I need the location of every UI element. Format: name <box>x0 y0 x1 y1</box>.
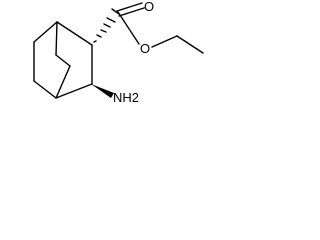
carbonyl-double-bond-b <box>118 7 145 17</box>
bond-c1-c6 <box>33 21 58 43</box>
bond-c8-c4 <box>55 65 71 99</box>
bond-c-o-ester <box>117 11 140 45</box>
hashed-wedge-bond <box>93 8 120 43</box>
bond-c5-c4 <box>33 80 57 99</box>
amine-label: NH2 <box>113 90 139 105</box>
chemical-structure: O O NH2 <box>33 0 204 105</box>
bond-o-ch2 <box>151 35 178 48</box>
bond-c7-c8 <box>55 54 71 67</box>
bond-ch2-ch3 <box>176 35 204 54</box>
bicyclooctane-ring <box>33 21 93 99</box>
carbonyl-oxygen-label: O <box>144 0 154 14</box>
bold-wedge-bond <box>91 84 114 98</box>
bond-c1-c2 <box>56 21 93 46</box>
ethyl-ester-group <box>116 2 204 54</box>
ester-oxygen-label: O <box>140 41 150 56</box>
bond-c3-c4 <box>55 83 93 99</box>
bond-c1-c7 <box>55 21 58 56</box>
carbonyl-double-bond-a <box>116 2 143 12</box>
